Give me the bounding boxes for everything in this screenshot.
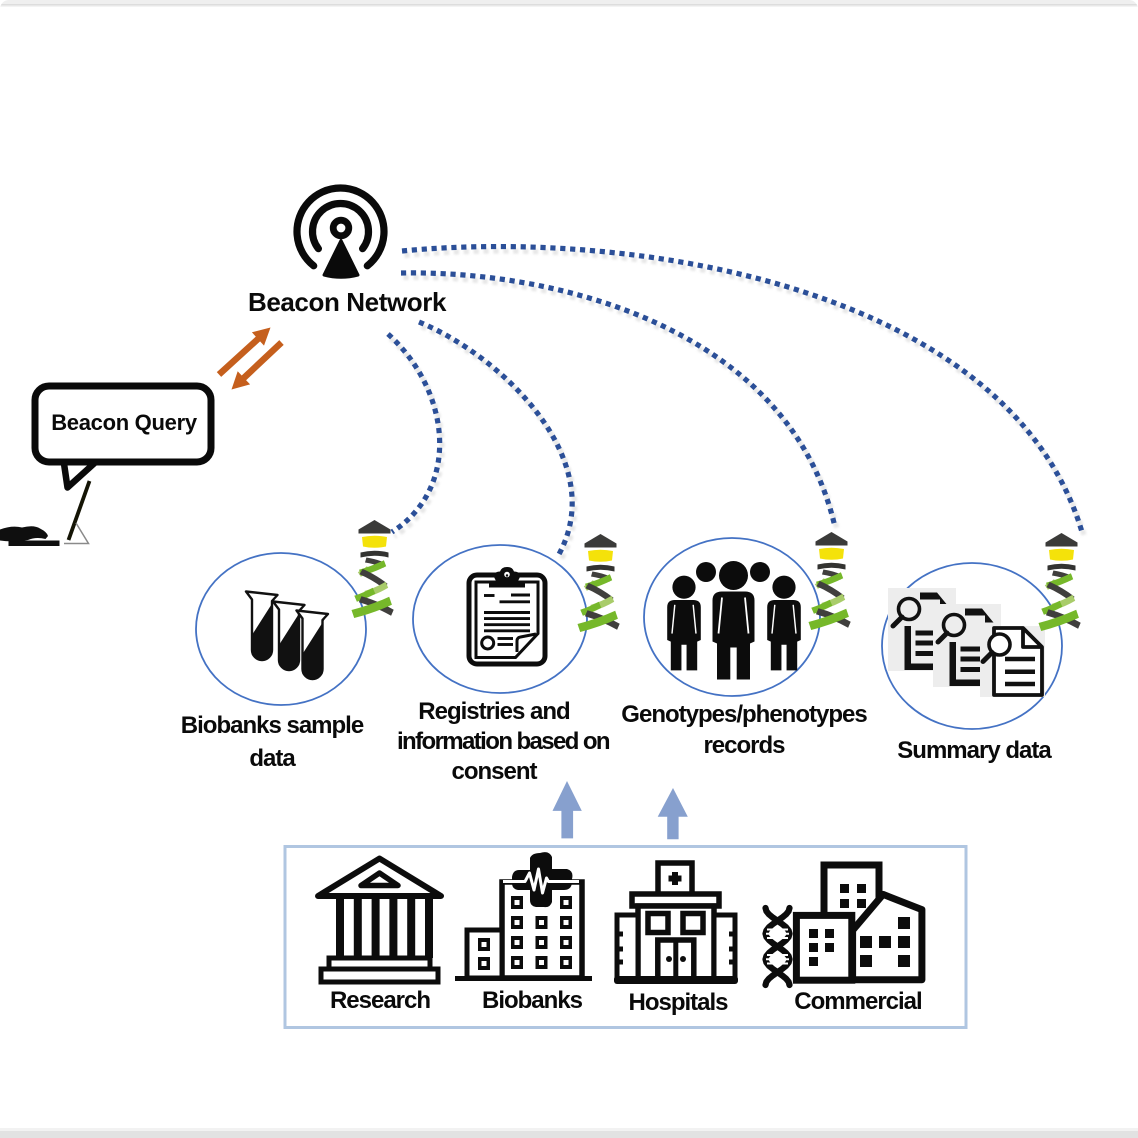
svg-text:Commercial: Commercial [794, 988, 921, 1015]
svg-text:Summary data: Summary data [897, 737, 1052, 764]
svg-text:Beacon Network: Beacon Network [248, 287, 447, 317]
svg-text:Research: Research [330, 987, 430, 1014]
svg-text:Beacon Query: Beacon Query [51, 410, 198, 435]
svg-text:information based on: information based on [397, 728, 610, 755]
svg-text:Genotypes/phenotypes: Genotypes/phenotypes [621, 701, 867, 728]
svg-text:consent: consent [451, 758, 537, 785]
svg-text:Biobanks sample: Biobanks sample [181, 712, 364, 739]
svg-text:records: records [703, 732, 785, 759]
svg-text:Hospitals: Hospitals [628, 989, 728, 1016]
svg-text:Biobanks: Biobanks [482, 987, 583, 1014]
svg-text:data: data [249, 745, 296, 772]
svg-text:Registries and: Registries and [418, 698, 570, 725]
